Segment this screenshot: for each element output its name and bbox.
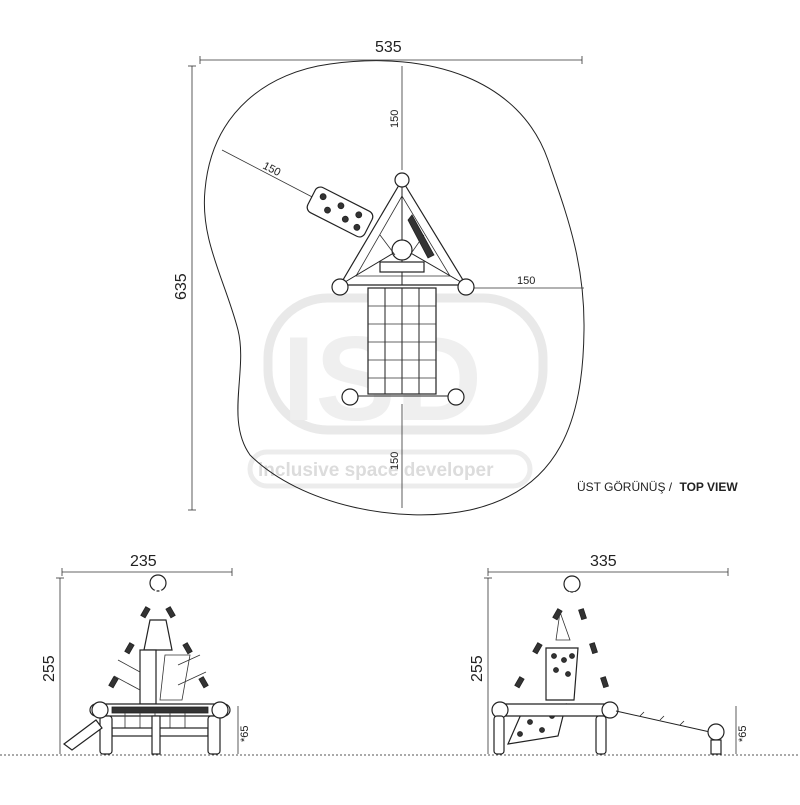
top-view-caption-tr: ÜST GÖRÜNÜŞ / [577, 480, 673, 494]
side-view-left: 235 255 *65 [41, 553, 251, 755]
safety-distance-top: 150 [389, 110, 401, 128]
top-height-dimension: 635 [173, 273, 190, 300]
top-view: 535 635 150 150 150 150 [173, 39, 738, 516]
safety-distance-right: 150 [517, 275, 535, 287]
left-height-dimension: 255 [41, 655, 58, 682]
top-width-dimension: 535 [375, 39, 402, 56]
top-view-caption: ÜST GÖRÜNÜŞ / TOP VIEW [577, 480, 738, 494]
equipment-side-left [63, 574, 231, 755]
equipment-top-plan [306, 172, 475, 406]
right-height-dimension: 255 [469, 655, 486, 682]
left-base-dimension: *65 [239, 725, 251, 742]
right-width-dimension: 335 [590, 553, 617, 570]
safety-zone-outline [203, 60, 585, 516]
safety-distance-left: 150 [261, 160, 283, 179]
equipment-side-right [491, 575, 725, 755]
side-view-right: 335 255 *65 [469, 553, 749, 755]
right-base-dimension: *65 [737, 725, 749, 742]
left-width-dimension: 235 [130, 553, 157, 570]
watermark-tagline: inclusive space developer [258, 460, 494, 481]
top-view-caption-en: TOP VIEW [679, 480, 738, 494]
safety-distance-bottom: 150 [389, 452, 401, 470]
